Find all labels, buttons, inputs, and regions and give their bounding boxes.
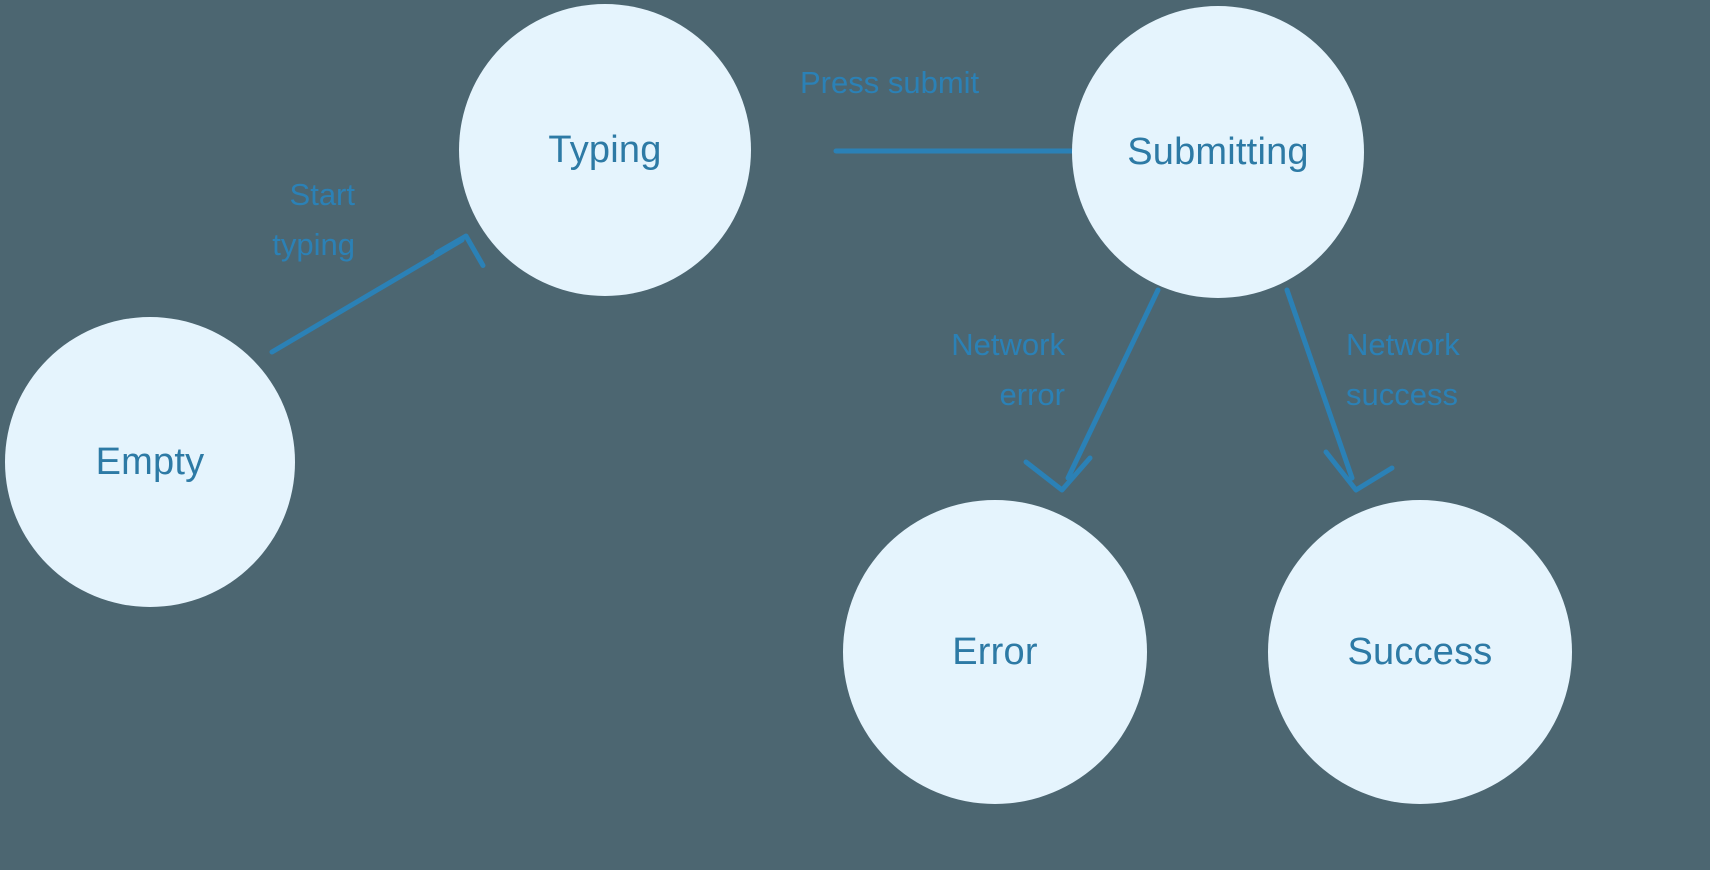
node-submitting[interactable]: Submitting xyxy=(1072,6,1364,298)
node-label-typing: Typing xyxy=(548,129,662,171)
edge-empty-to-typing xyxy=(269,233,486,355)
arrowhead-icon xyxy=(1023,455,1093,493)
edge-submitting-to-success xyxy=(1284,287,1395,493)
node-success[interactable]: Success xyxy=(1268,500,1572,804)
node-error[interactable]: Error xyxy=(843,500,1147,804)
arrowhead-icon xyxy=(1323,449,1395,493)
edge-submitting-to-error xyxy=(1023,287,1161,493)
edge-label-start-typing: Start typing xyxy=(272,177,355,262)
node-label-empty: Empty xyxy=(95,441,205,483)
node-typing[interactable]: Typing xyxy=(459,4,751,296)
node-label-error: Error xyxy=(952,631,1038,673)
edge-label-network-success: Network success xyxy=(1346,327,1460,412)
edge-line xyxy=(269,237,465,355)
edge-line xyxy=(1065,287,1161,481)
node-label-success: Success xyxy=(1347,631,1493,673)
edge-line xyxy=(1284,287,1355,481)
arrowhead-icon xyxy=(434,233,486,268)
node-label-submitting: Submitting xyxy=(1127,131,1309,173)
edge-label-network-error: Network error xyxy=(951,327,1065,412)
node-empty[interactable]: Empty xyxy=(5,317,295,607)
edge-label-press-submit: Press submit xyxy=(800,65,980,100)
